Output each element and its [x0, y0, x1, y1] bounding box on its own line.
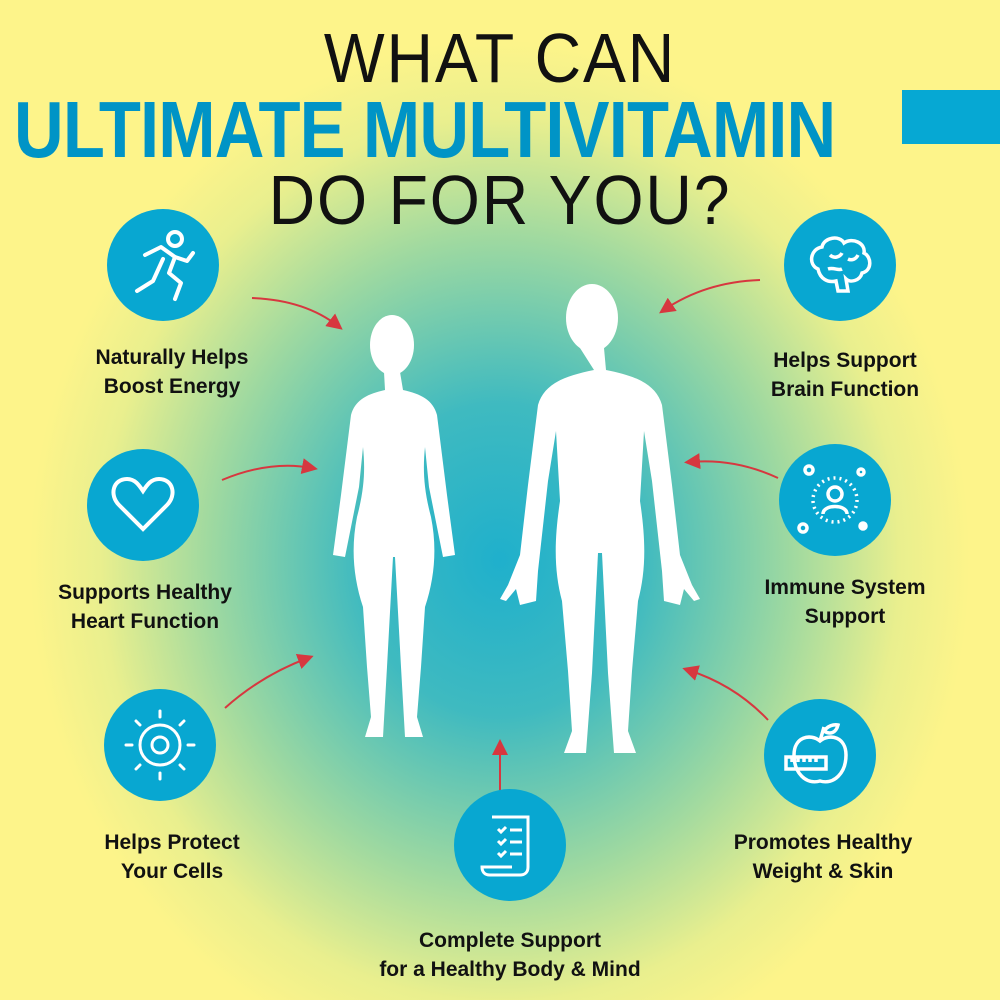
label-line: Supports Healthy — [58, 581, 232, 604]
label-line: Helps Support — [773, 349, 917, 372]
label-line: for a Healthy Body & Mind — [379, 958, 641, 981]
title-product-name: ULTIMATE MULTIVITAMIN — [14, 85, 836, 174]
arrow-weight — [682, 665, 769, 721]
brain-circle — [784, 209, 896, 321]
brain-icon — [809, 236, 872, 293]
label-complete-support: Complete Support for a Healthy Body & Min… — [310, 926, 710, 984]
label-line: Weight & Skin — [752, 860, 894, 883]
immune-circle — [779, 444, 891, 556]
label-line: Brain Function — [770, 378, 920, 401]
cell-icon — [124, 709, 196, 781]
label-line: Complete Support — [419, 929, 601, 952]
label-line: Helps Protect — [104, 831, 240, 854]
arrow-heart — [221, 458, 318, 481]
arrow-energy — [251, 297, 343, 330]
arrow-immune — [684, 453, 779, 479]
weight-circle — [764, 699, 876, 811]
apple-tape-icon — [784, 723, 848, 784]
checklist-icon — [480, 815, 530, 877]
arrow-brain — [659, 279, 761, 314]
title-line-3: DO FOR YOU? — [268, 161, 732, 239]
label-line: Boost Energy — [103, 375, 241, 398]
label-line: Your Cells — [120, 860, 224, 883]
woman-silhouette — [333, 315, 455, 737]
label-line: Support — [804, 605, 886, 628]
running-person-icon — [135, 230, 195, 301]
label-line: Immune System — [764, 576, 926, 599]
label-line: Heart Function — [70, 610, 220, 633]
heart-circle — [87, 449, 199, 561]
accent-bar — [902, 90, 1000, 144]
immune-person-icon — [797, 464, 868, 534]
label-line: Naturally Helps — [95, 346, 249, 369]
man-silhouette — [500, 284, 700, 753]
label-line: Promotes Healthy — [733, 831, 913, 854]
arrow-cells — [224, 653, 314, 709]
heart-icon — [111, 476, 175, 532]
checklist-circle — [454, 789, 566, 901]
cells-circle — [104, 689, 216, 801]
title-line-1: WHAT CAN — [323, 19, 677, 97]
energy-circle — [107, 209, 219, 321]
